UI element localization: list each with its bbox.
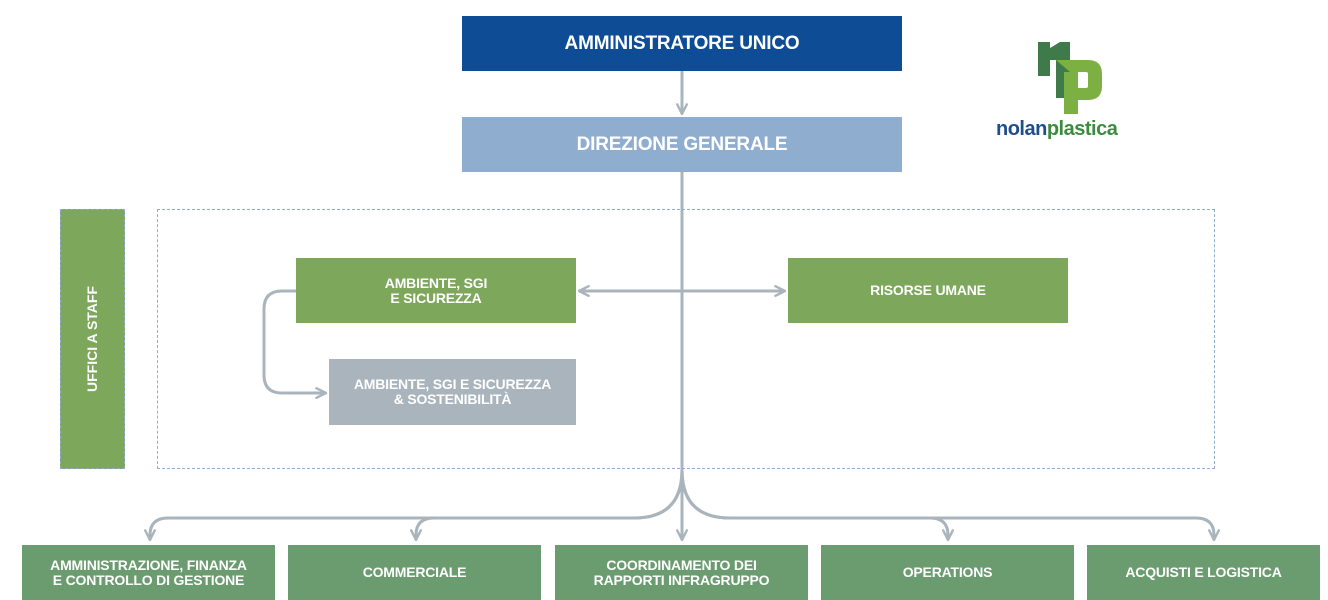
dept-operations-label: OPERATIONS (902, 564, 993, 580)
logo-wordmark-part2: plastica (1046, 118, 1118, 140)
dept-amministrazione-box: AMMINISTRAZIONE, FINANZA E CONTROLLO DI … (22, 545, 275, 600)
staff-area-border (157, 209, 1215, 469)
dept-amministrazione-label: AMMINISTRAZIONE, FINANZA E CONTROLLO DI … (50, 556, 247, 588)
amministratore-unico-label: AMMINISTRATORE UNICO (564, 32, 800, 54)
uffici-a-staff-label-box: UFFICI A STAFF (60, 209, 125, 469)
dept-operations-box: OPERATIONS (821, 545, 1074, 600)
connector-sostenibilita (262, 289, 328, 399)
direzione-generale-box: DIREZIONE GENERALE (462, 117, 902, 172)
direzione-generale-label: DIREZIONE GENERALE (576, 133, 788, 155)
dept-acquisti-box: ACQUISTI E LOGISTICA (1087, 545, 1320, 600)
logo-wordmark-part1: nolan (996, 118, 1047, 140)
ambiente-sostenibilita-label: AMBIENTE, SGI E SICUREZZA & SOSTENIBILIT… (353, 376, 552, 407)
ambiente-sostenibilita-box: AMBIENTE, SGI E SICUREZZA & SOSTENIBILIT… (329, 359, 576, 425)
dept-coordinamento-label: COORDINAMENTO DEI RAPPORTI INFRAGRUPPO (593, 556, 770, 588)
ambiente-sgi-sicurezza-label: AMBIENTE, SGI E SICUREZZA (384, 274, 488, 306)
connector-dept-2 (410, 469, 684, 542)
nolan-plastica-logo-icon (1038, 42, 1102, 114)
risorse-umane-label: RISORSE UMANE (870, 282, 986, 298)
amministratore-unico-box: AMMINISTRATORE UNICO (462, 16, 902, 71)
dept-coordinamento-box: COORDINAMENTO DEI RAPPORTI INFRAGRUPPO (555, 545, 808, 600)
logo-wordmark: nolanplastica (996, 118, 1118, 141)
ambiente-sgi-sicurezza-box: AMBIENTE, SGI E SICUREZZA (296, 258, 576, 323)
dept-commerciale-box: COMMERCIALE (288, 545, 541, 600)
connector-dept-4 (680, 469, 954, 542)
dept-commerciale-label: COMMERCIALE (362, 564, 467, 580)
dept-acquisti-label: ACQUISTI E LOGISTICA (1125, 564, 1282, 580)
connector-dept-5 (680, 469, 1220, 542)
risorse-umane-box: RISORSE UMANE (788, 258, 1068, 323)
uffici-a-staff-label: UFFICI A STAFF (84, 285, 101, 393)
